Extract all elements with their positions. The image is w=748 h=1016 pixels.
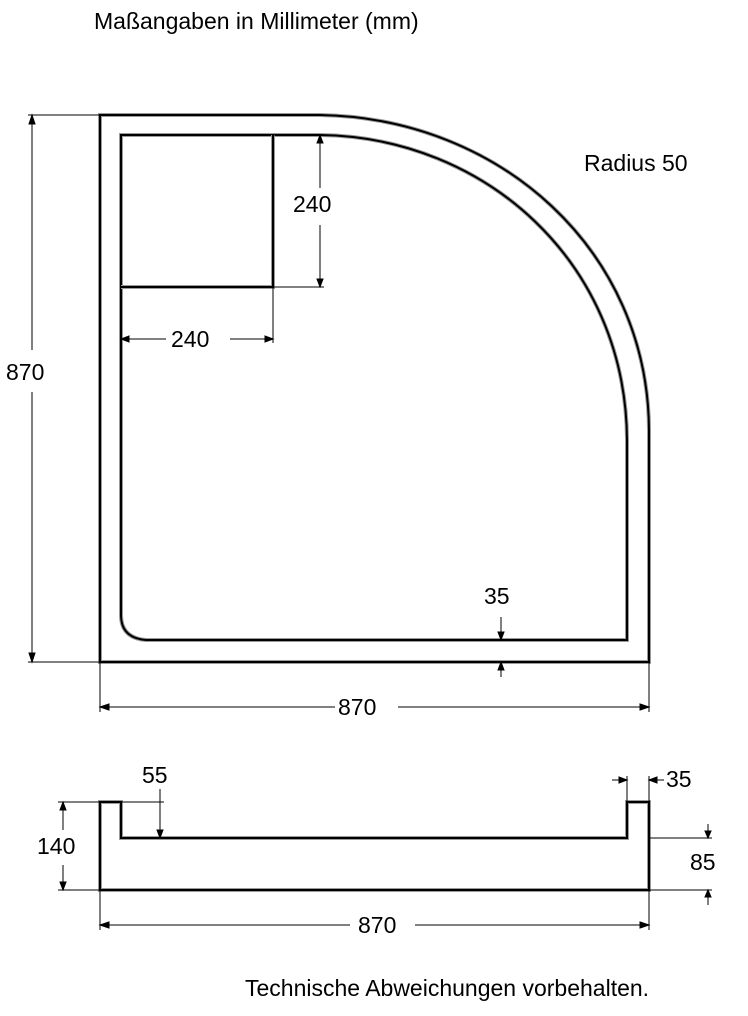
width-dimension-label: 870 [338,694,377,720]
side-width-dimension-label: 870 [358,912,397,938]
side-rim-height-label: 55 [142,762,168,788]
page-title: Maßangaben in Millimeter (mm) [94,8,419,34]
recess-height-label: 240 [293,191,332,217]
side-view-outline [98,800,651,892]
recess-width-label: 240 [171,326,210,352]
side-rim-width-label: 35 [666,766,692,792]
side-view-dimensions [58,776,712,930]
rim-width-label: 35 [484,583,510,609]
height-dimension-label: 870 [6,359,45,385]
footer-disclaimer: Technische Abweichungen vorbehalten. [245,975,650,1001]
top-view-outline [98,113,651,664]
radius-label: Radius 50 [584,150,688,176]
side-base-height-label: 85 [690,849,716,875]
top-view-dimensions [28,113,651,712]
side-total-height-label: 140 [37,833,76,859]
